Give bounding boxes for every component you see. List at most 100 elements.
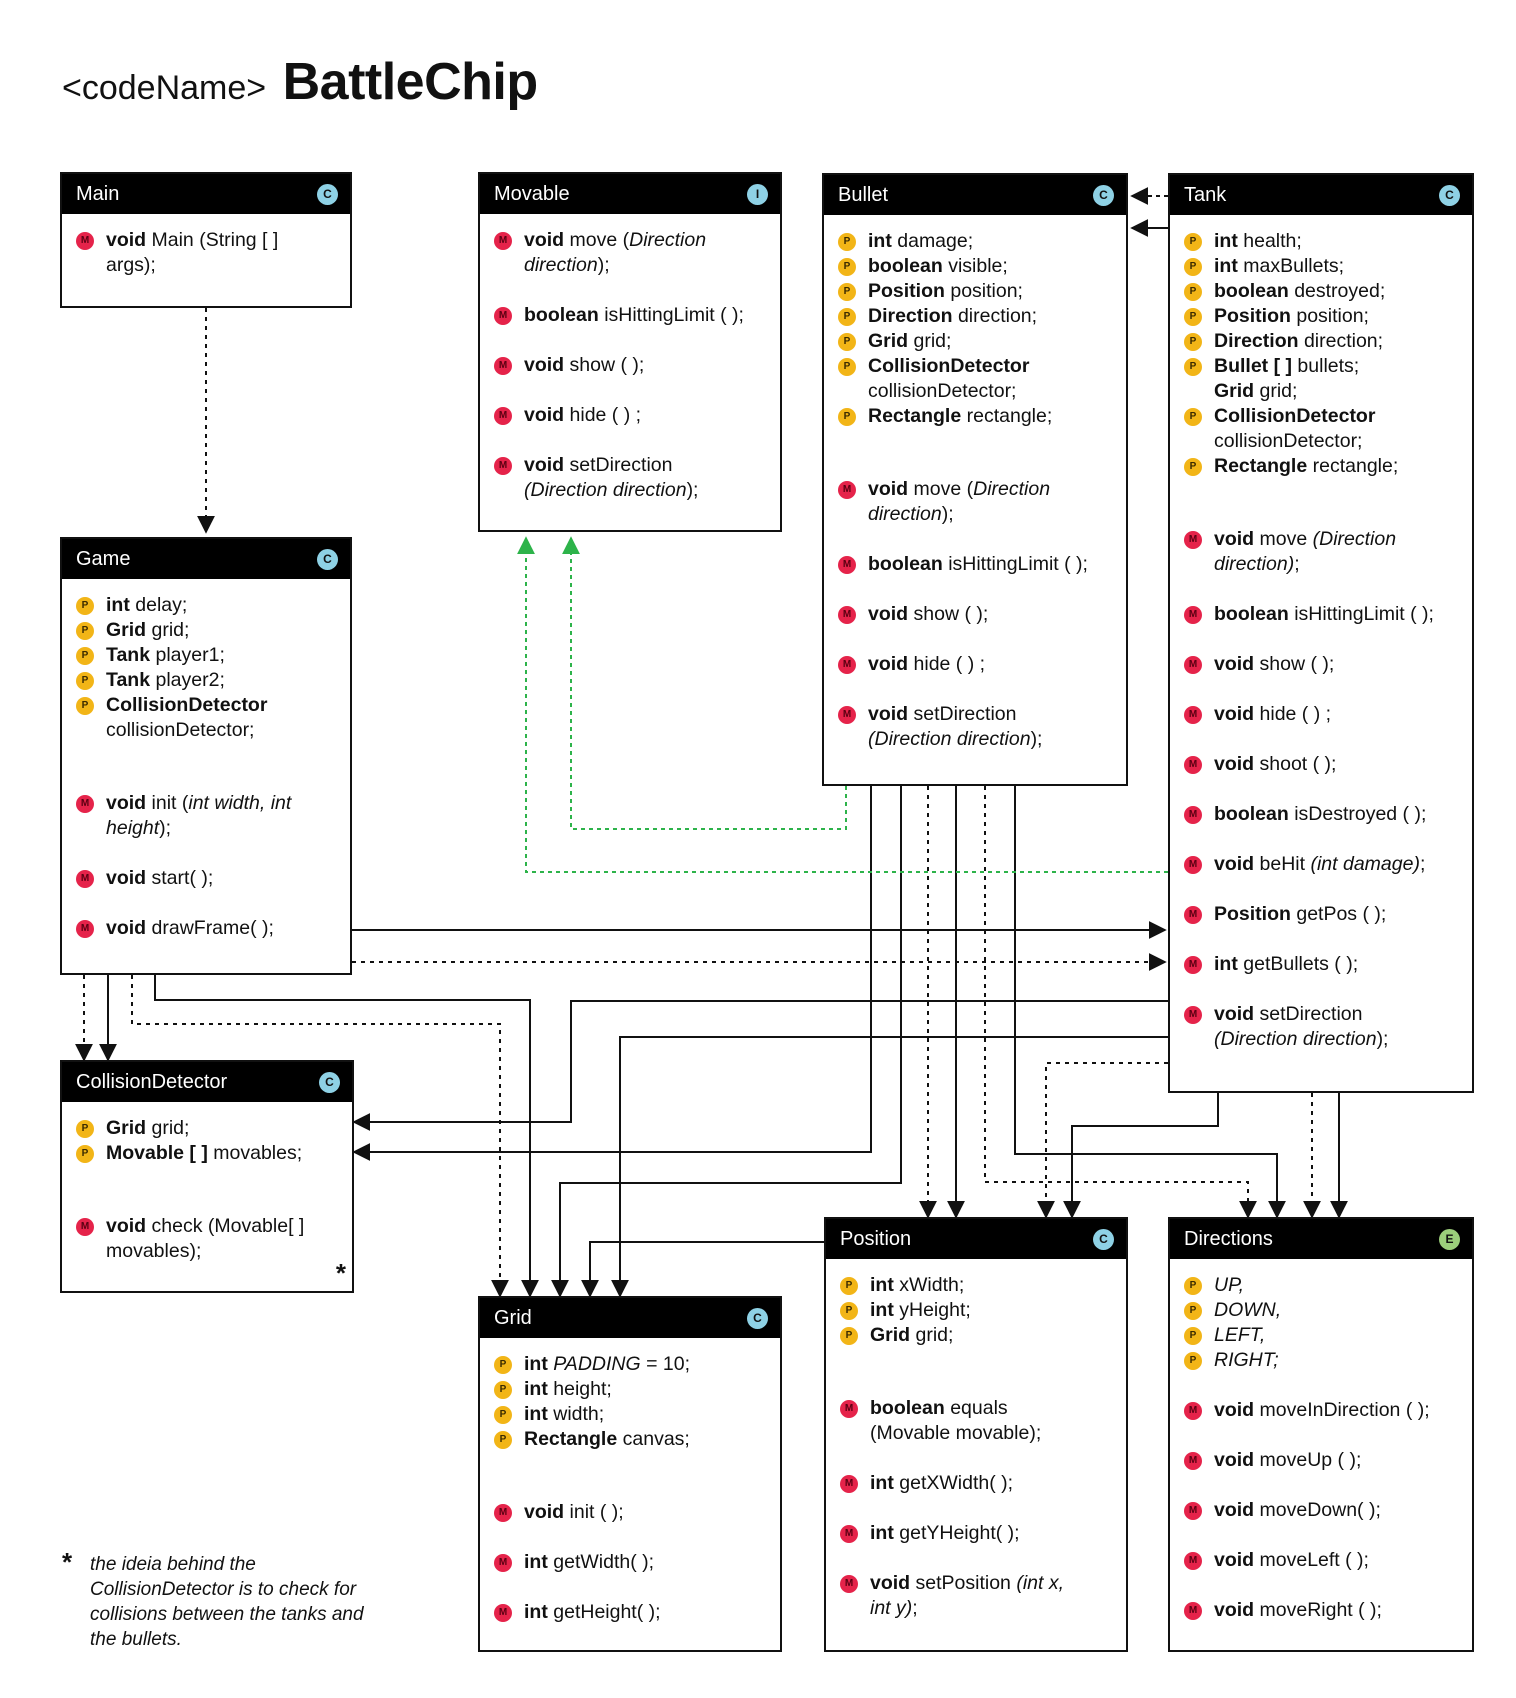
- class-badge: C: [1093, 185, 1114, 206]
- class-badge: C: [317, 184, 338, 205]
- class-badge: C: [319, 1072, 340, 1093]
- class-badge: C: [747, 1308, 768, 1329]
- class-name: Tank: [1184, 184, 1227, 206]
- interface-badge: I: [747, 184, 768, 205]
- class-name: Main: [76, 183, 120, 205]
- class-badge: C: [317, 549, 338, 570]
- class-name: Bullet: [838, 184, 889, 206]
- class-header: Bullet C: [824, 175, 1126, 215]
- class-header: Tank C: [1170, 175, 1472, 215]
- class-header: Main C: [62, 174, 350, 214]
- method-marker: M: [76, 232, 94, 250]
- class-badge: C: [1439, 185, 1460, 206]
- footnote-text: the ideia behind the CollisionDetector i…: [90, 1554, 364, 1650]
- footnote: * the ideia behind the CollisionDetector…: [62, 1547, 392, 1652]
- class-name: Position: [840, 1228, 912, 1250]
- connector-tank-position-dashed: [1037, 1062, 1168, 1219]
- connector-position-grid: [581, 1241, 828, 1298]
- connector-tank-position-solid: [1063, 1093, 1219, 1219]
- asterisk-mark: *: [335, 1258, 346, 1288]
- title-codename: <codeName>: [62, 69, 267, 107]
- title-name: BattleChip: [282, 53, 539, 111]
- class-header: Grid C: [480, 1298, 780, 1338]
- connector-bullet-cd: [352, 786, 872, 1161]
- class-name: Grid: [494, 1307, 532, 1329]
- class-badge: C: [1093, 1229, 1114, 1250]
- footnote-asterisk: *: [62, 1547, 73, 1577]
- connector-bullet-movable: [562, 536, 847, 830]
